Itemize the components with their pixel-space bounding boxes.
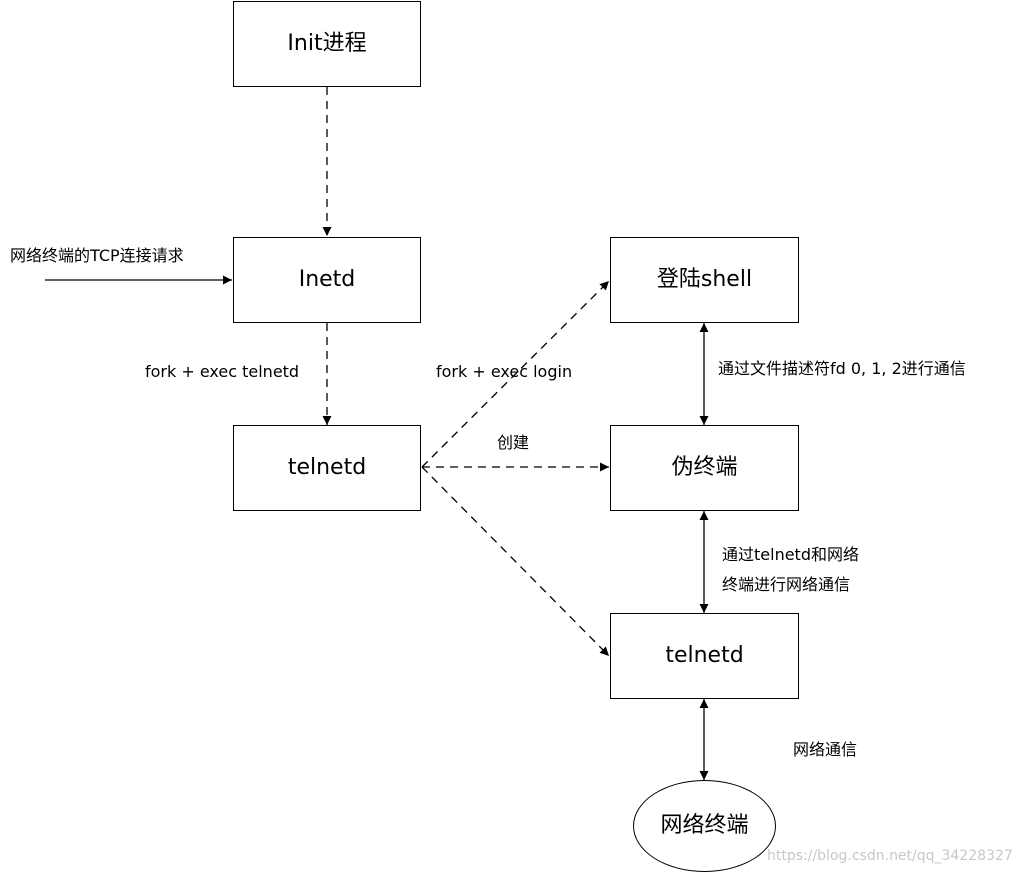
pseudo-terminal-label: 伪终端 <box>671 455 738 480</box>
edge-telnetd-to-telnetd-right <box>421 466 610 657</box>
fork-exec-login-label: fork + exec login <box>436 362 573 381</box>
telnetd-network-communication-label: 通过telnetd和网络 终端进行网络通信 <box>722 540 902 600</box>
telnetd-left-label: telnetd <box>287 455 367 480</box>
edge-telnetd-to-login-shell <box>421 280 610 468</box>
inetd-label: Inetd <box>298 267 356 292</box>
network-communication-label: 网络通信 <box>793 740 858 759</box>
create-label: 创建 <box>497 433 530 452</box>
pseudo-terminal-box: 伪终端 <box>610 425 799 511</box>
init-process-label: Init进程 <box>287 31 367 56</box>
watermark-text: https://blog.csdn.net/qq_34228327 <box>767 848 1013 864</box>
fork-exec-telnetd-label: fork + exec telnetd <box>145 362 300 381</box>
network-terminal-label: 网络终端 <box>660 813 749 838</box>
fd-communication-label: 通过文件描述符fd 0, 1, 2进行通信 <box>718 359 966 378</box>
tcp-request-label: 网络终端的TCP连接请求 <box>10 246 184 265</box>
network-terminal-ellipse: 网络终端 <box>633 780 776 872</box>
telnetd-network-communication-line-2: 终端进行网络通信 <box>722 575 851 594</box>
telnetd-right-label: telnetd <box>665 643 744 668</box>
login-shell-box: 登陆shell <box>610 237 799 323</box>
telnetd-right-box: telnetd <box>610 613 799 699</box>
login-shell-label: 登陆shell <box>656 267 753 292</box>
telnetd-network-communication-line-1: 通过telnetd和网络 <box>722 545 859 564</box>
telnetd-left-box: telnetd <box>233 425 421 511</box>
inetd-box: Inetd <box>233 237 421 323</box>
init-process-box: Init进程 <box>233 1 421 87</box>
